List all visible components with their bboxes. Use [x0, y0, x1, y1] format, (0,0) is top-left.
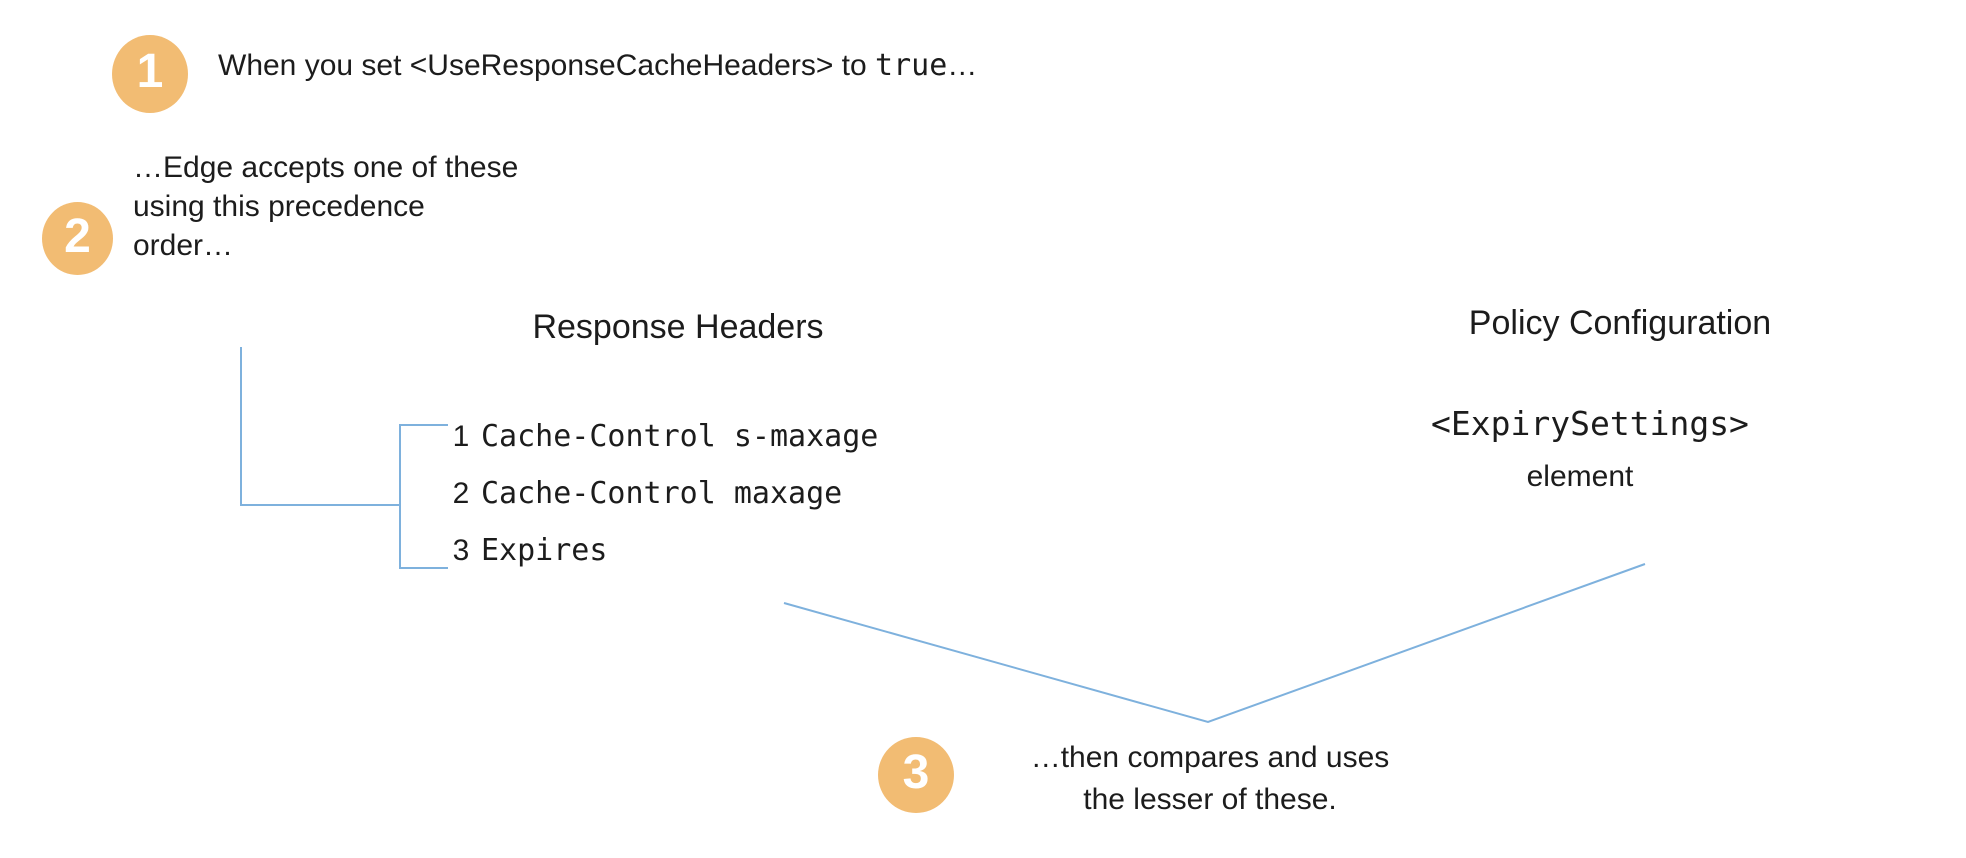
step-2-badge: 2: [42, 202, 113, 275]
step-3-caption-line: the lesser of these.: [1083, 783, 1337, 816]
step-2-caption-line: order…: [133, 229, 234, 262]
response-headers-list: 1 Cache-Control s-maxage 2 Cache-Control…: [450, 419, 879, 590]
list-item: 2 Cache-Control maxage: [450, 476, 878, 511]
step-3-caption: …then compares and uses the lesser of th…: [980, 737, 1440, 821]
step-3-caption-line: …then compares and uses: [1030, 741, 1390, 774]
response-headers-title: Response Headers: [532, 308, 824, 346]
list-item-value: Cache-Control maxage: [481, 476, 843, 511]
list-item: 3 Expires: [450, 533, 878, 568]
policy-configuration-title: Policy Configuration: [1468, 304, 1772, 342]
step-1-caption-code: true: [875, 48, 948, 83]
step-1-number: 1: [136, 45, 164, 98]
list-item: 1 Cache-Control s-maxage: [450, 419, 879, 454]
precedence-stem-line: [240, 347, 400, 506]
list-item-rank: 2: [452, 477, 470, 510]
compare-v-line: [783, 563, 1646, 724]
step-1-badge: 1: [112, 35, 188, 113]
step-2-caption: …Edge accepts one of these using this pr…: [133, 148, 518, 265]
list-item-rank: 1: [452, 420, 470, 453]
step-2-number: 2: [64, 209, 91, 263]
list-item-value: Expires: [481, 533, 608, 568]
expiry-settings-label: element: [1526, 460, 1634, 493]
step-3-number: 3: [902, 746, 930, 799]
step-2-caption-line: using this precedence: [133, 190, 425, 223]
precedence-bracket-line: [399, 424, 448, 569]
step-1-caption-text: When you set <UseResponseCacheHeaders> t…: [218, 49, 876, 82]
step-1-caption: When you set <UseResponseCacheHeaders> t…: [218, 46, 977, 85]
list-item-value: Cache-Control s-maxage: [481, 419, 879, 454]
expiry-settings-code: <ExpirySettings>: [1431, 404, 1749, 443]
list-item-rank: 3: [452, 534, 470, 567]
step-1-caption-ellipsis: …: [947, 49, 978, 82]
step-3-badge: 3: [878, 737, 954, 813]
step-2-caption-line: …Edge accepts one of these: [133, 151, 519, 184]
